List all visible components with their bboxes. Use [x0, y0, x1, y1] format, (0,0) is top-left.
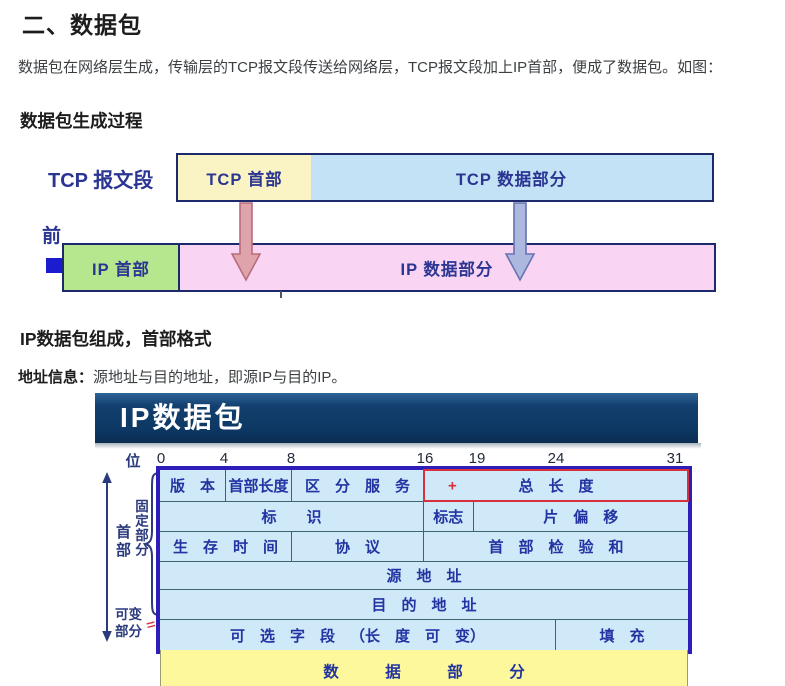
ip-header-table: 版 本首部长度区 分 服 务总 长 度+标 识标志片 偏 移生 存 时 间协 议… [156, 466, 692, 654]
tcp-header-box: TCP 首部 [178, 155, 311, 200]
ip-packet-bar: IP 首部 IP 数据部分 [62, 243, 716, 292]
bit-tick-31: 31 [666, 450, 684, 467]
front-char: 前 [42, 226, 62, 247]
bit-tick-8: 8 [286, 450, 296, 467]
protocol-field: 协 议 [292, 532, 424, 561]
fixed-part-brace-icon [144, 472, 160, 616]
destination-address-field: 目 的 地 址 [160, 590, 688, 619]
section-heading-format: IP数据包组成，首部格式 [20, 329, 212, 349]
blue-square-marker [46, 258, 62, 273]
bit-tick-16: 16 [416, 450, 434, 467]
fixed-part-label: 固定部分 [133, 499, 148, 557]
bit-tick-4: 4 [219, 450, 229, 467]
address-info-text: 源地址与目的地址，即源IP与目的IP。 [93, 369, 347, 386]
ip-table-row: 可 选 字 段 （长 度 可 变）填 充 [160, 620, 688, 650]
source-address-field: 源 地 址 [160, 562, 688, 589]
ip-header-box: IP 首部 [64, 245, 180, 290]
ip-table-row: 标 识标志片 偏 移 [160, 502, 688, 532]
total-length-field: 总 长 度+ [423, 469, 689, 502]
padding-field: 填 充 [556, 620, 688, 650]
bit-scale-label: 位 [125, 453, 141, 470]
address-info-label: 地址信息： [18, 369, 94, 386]
options-field: 可 选 字 段 （长 度 可 变） [160, 620, 556, 650]
slide-banner: IP数据包 [95, 393, 698, 443]
section-heading-generation: 数据包生成过程 [20, 111, 143, 131]
flags-field: 标志 [424, 502, 474, 531]
variable-part-label-line1: 可变 [115, 607, 142, 622]
fragment-offset-field: 片 偏 移 [473, 502, 688, 531]
bit-tick-24: 24 [547, 450, 565, 467]
ip-table-row: 目 的 地 址 [160, 590, 688, 620]
tcp-data-down-arrow-icon [504, 202, 536, 282]
version-field: 版 本 [160, 470, 226, 501]
tcp-segment-bar: TCP 首部 TCP 数据部分 [176, 153, 714, 202]
data-part-row: 数 据 部 分 [160, 650, 688, 686]
header-length-field: 首部长度 [226, 470, 292, 501]
ip-table-row: 生 存 时 间协 议首 部 检 验 和 [160, 532, 688, 562]
ip-table-row: 版 本首部长度区 分 服 务总 长 度+ [160, 469, 689, 502]
tcp-segment-label: TCP 报文段 [48, 170, 154, 192]
page-title: 二、数据包 [22, 12, 142, 38]
tick-mark [280, 291, 282, 298]
ip-table-row: 源 地 址 [160, 562, 688, 590]
ip-data-box: IP 数据部分 [180, 245, 714, 290]
header-span-double-arrow-icon [102, 472, 112, 642]
tcp-header-down-arrow-icon [230, 202, 262, 282]
differentiated-services-field: 区 分 服 务 [292, 470, 424, 501]
slide-banner-title: IP数据包 [120, 402, 246, 433]
intro-paragraph: 数据包在网络层生成，传输层的TCP报文段传送给网络层，TCP报文段加上IP首部，… [18, 59, 723, 76]
header-checksum-field: 首 部 检 验 和 [424, 532, 688, 561]
identification-field: 标 识 [160, 502, 424, 531]
address-info-line: 地址信息：源地址与目的地址，即源IP与目的IP。 [18, 366, 346, 387]
ttl-field: 生 存 时 间 [160, 532, 292, 561]
header-part-label: 首部 [114, 524, 131, 560]
red-plus-mark: + [448, 477, 457, 494]
bit-tick-19: 19 [468, 450, 486, 467]
variable-part-label-line2: 部分 [115, 624, 142, 639]
bit-tick-0: 0 [156, 450, 166, 467]
banner-shadow [95, 443, 701, 449]
tcp-data-box: TCP 数据部分 [311, 155, 712, 200]
